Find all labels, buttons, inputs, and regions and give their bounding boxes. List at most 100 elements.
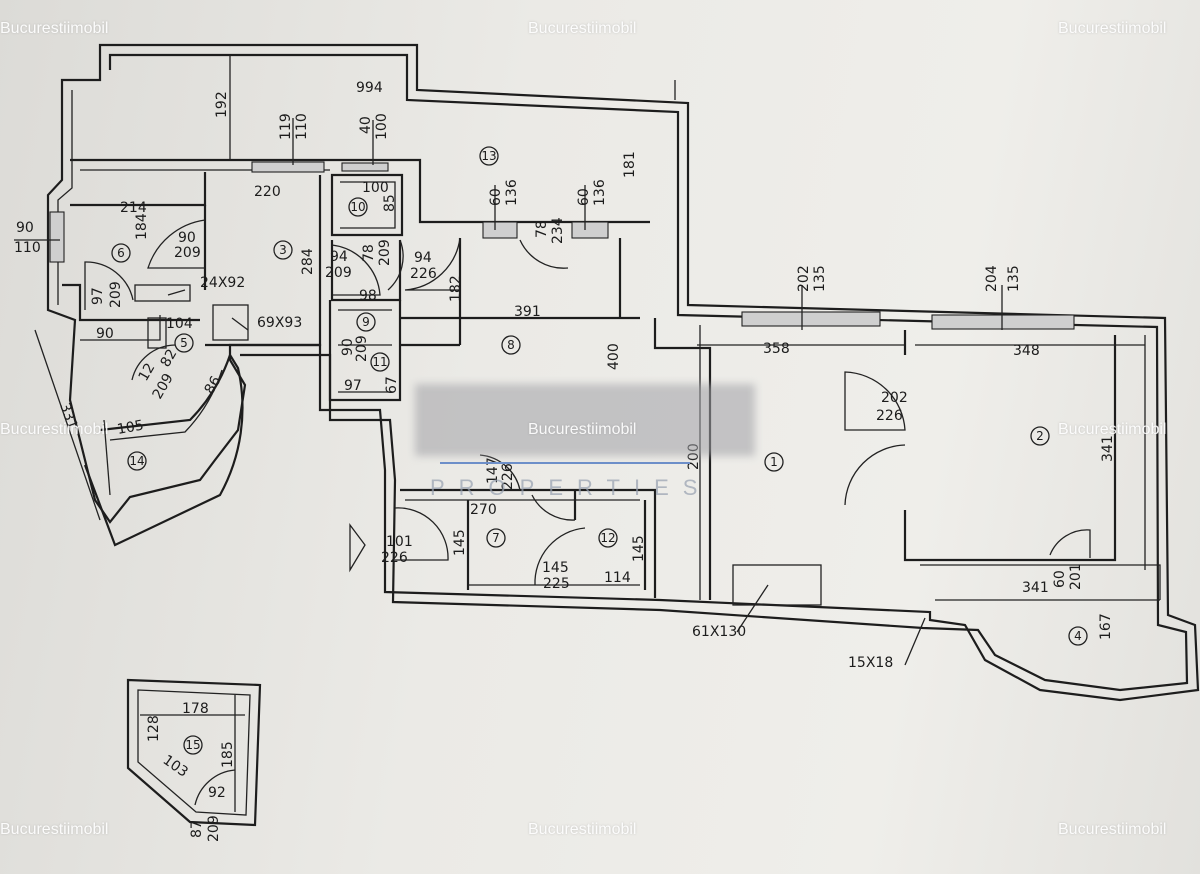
dimension-labels: 994 192 119 110 40 100 181 60 136 60 136… — [14, 80, 1116, 842]
watermark: Bucurestiimobil — [1058, 821, 1167, 838]
dim-119: 119 — [278, 113, 294, 140]
dim-87: 87 — [189, 820, 205, 838]
dim-145-a: 145 — [452, 529, 468, 556]
dim-104: 104 — [166, 316, 193, 332]
dim-94-a: 94 — [330, 249, 348, 265]
room-label-4: 4 — [1068, 626, 1088, 646]
dim-114: 114 — [604, 570, 631, 586]
dim-136-b: 136 — [592, 179, 608, 206]
svg-text:13: 13 — [481, 149, 496, 163]
dim-100: 100 — [374, 113, 390, 140]
room-label-9: 9 — [356, 312, 376, 332]
room-label-3: 3 — [273, 240, 293, 260]
svg-text:10: 10 — [350, 200, 365, 214]
blurred-logo — [415, 384, 755, 456]
svg-text:8: 8 — [507, 338, 515, 352]
dim-15x18: 15X18 — [848, 655, 893, 671]
room-15-outline — [126, 678, 262, 827]
svg-text:5: 5 — [180, 336, 188, 350]
svg-text:4: 4 — [1074, 629, 1082, 643]
svg-text:1: 1 — [770, 455, 778, 469]
dim-85: 85 — [382, 194, 398, 212]
dim-204: 204 — [984, 265, 1000, 292]
dim-110: 110 — [294, 113, 310, 140]
room-label-14: 14 — [127, 451, 147, 471]
dim-90-a: 90 — [178, 230, 196, 246]
svg-text:14: 14 — [129, 454, 144, 468]
dim-90-window: 90 — [16, 220, 34, 236]
dim-348: 348 — [1013, 343, 1040, 359]
dim-994: 994 — [356, 80, 383, 96]
dim-220: 220 — [254, 184, 281, 200]
dim-105: 105 — [116, 418, 145, 438]
svg-text:7: 7 — [492, 531, 500, 545]
room-label-10: 10 — [348, 197, 368, 217]
dim-209-g: 209 — [206, 815, 222, 842]
dim-202-a: 202 — [796, 265, 812, 292]
logo-subtitle: PROPERTIES — [430, 475, 712, 500]
dim-184: 184 — [134, 213, 150, 240]
dim-60-c: 60 — [1052, 570, 1068, 588]
room-label-15: 15 — [183, 735, 203, 755]
dim-391: 391 — [514, 304, 541, 320]
watermark: Bucurestiimobil — [1058, 421, 1167, 438]
dim-101: 101 — [386, 534, 413, 550]
watermark: Bucurestiimobil — [528, 821, 637, 838]
dim-209-d: 209 — [108, 281, 124, 308]
dim-270: 270 — [470, 502, 497, 518]
interior-walls — [62, 158, 1161, 601]
dim-60-a: 60 — [488, 188, 504, 206]
dim-145-c: 145 — [631, 535, 647, 562]
room-label-8: 8 — [501, 335, 521, 355]
dim-185: 185 — [220, 741, 236, 768]
dim-100-b: 100 — [362, 180, 389, 196]
dim-90-c: 90 — [96, 326, 114, 342]
watermark: Bucurestiimobil — [528, 20, 637, 37]
dim-226-d: 226 — [876, 408, 903, 424]
room-labels: 1 2 3 4 5 6 7 8 9 10 11 12 13 14 15 — [111, 146, 1088, 755]
dim-178: 178 — [182, 701, 209, 717]
svg-text:3: 3 — [279, 243, 287, 257]
dim-78-b: 78 — [361, 244, 377, 262]
curved-room-14 — [34, 329, 244, 547]
room-label-1: 1 — [764, 452, 784, 472]
room-label-5: 5 — [174, 333, 194, 353]
dim-103: 103 — [160, 752, 191, 780]
dim-82: 82 — [158, 347, 181, 370]
dim-201: 201 — [1068, 563, 1084, 590]
room-label-13: 13 — [479, 146, 499, 166]
dim-225: 225 — [543, 576, 570, 592]
dim-209-f: 209 — [354, 335, 370, 362]
watermark: Bucurestiimobil — [528, 421, 637, 438]
dim-78: 78 — [534, 220, 550, 238]
svg-text:2: 2 — [1036, 429, 1044, 443]
dim-209-a: 209 — [174, 245, 201, 261]
room-label-7: 7 — [486, 528, 506, 548]
dim-202-b: 202 — [881, 390, 908, 406]
room-label-6: 6 — [111, 243, 131, 263]
dim-98: 98 — [359, 288, 377, 304]
dim-90-d: 90 — [340, 338, 356, 356]
dim-40: 40 — [358, 116, 374, 134]
dim-226-a: 226 — [410, 266, 437, 282]
dim-145-b: 145 — [542, 560, 569, 576]
watermark: Bucurestiimobil — [0, 20, 109, 37]
dim-182: 182 — [448, 275, 464, 302]
dim-226-c: 226 — [381, 550, 408, 566]
dim-226-b: 226 — [500, 463, 516, 490]
dim-234: 234 — [550, 217, 566, 244]
dim-358: 358 — [763, 341, 790, 357]
dim-192: 192 — [214, 91, 230, 118]
leader-lines — [14, 55, 1003, 666]
svg-text:12: 12 — [600, 531, 615, 545]
dim-61x130: 61X130 — [692, 624, 746, 640]
door-swings — [84, 219, 1091, 806]
dim-135-a: 135 — [812, 265, 828, 292]
dim-24x92: 24X92 — [200, 275, 245, 291]
dim-214: 214 — [120, 200, 147, 216]
watermark: Bucurestiimobil — [0, 821, 109, 838]
dim-97: 97 — [90, 287, 106, 305]
watermark: Bucurestiimobil — [0, 421, 109, 438]
dim-69x93: 69X93 — [257, 315, 302, 331]
